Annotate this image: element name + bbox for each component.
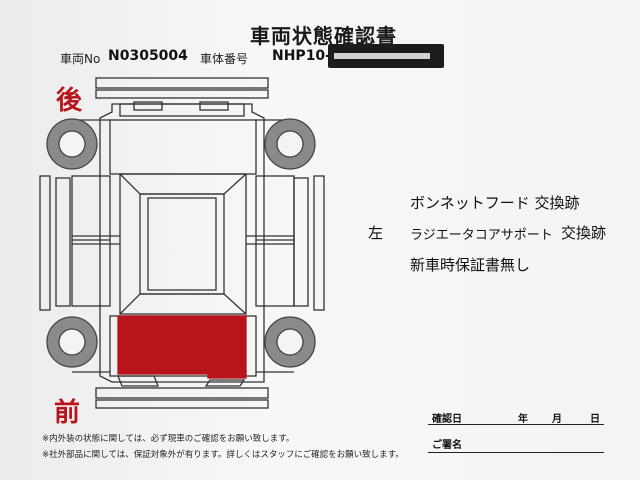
front-left-wheel — [46, 316, 98, 368]
front-right-wheel — [264, 316, 316, 368]
day-label: 日 — [590, 414, 600, 425]
note-bonnet-replaced: ボンネットフード 交換跡 — [410, 194, 580, 212]
car-cabin — [72, 173, 294, 315]
footer-note-1: ※内外装の状態に関しては、必ず現車のご確認をお願い致します。 — [42, 434, 295, 444]
note-radiator-support: ラジエータコアサポート — [410, 228, 553, 243]
car-body-outline — [99, 101, 265, 383]
rear-left-wheel — [46, 118, 98, 170]
left-headlight — [117, 375, 159, 387]
radiator-support-damage-mark — [207, 369, 247, 379]
footer-note-2: ※社外部品に関しては、保証対象外が有ります。詳しくはスタッフにご確認をお願い致し… — [42, 450, 404, 460]
note-side-left: 左 — [368, 224, 384, 242]
right-headlight — [204, 379, 246, 387]
chassis-no-value: NHP10- — [272, 48, 331, 64]
signature-label: ご署名 — [432, 440, 462, 451]
chassis-no-label: 車体番号 — [200, 52, 249, 66]
note-radiator-replaced: 交換跡 — [561, 224, 607, 242]
note-no-warranty: 新車時保証書無し — [410, 256, 531, 274]
signature-underline — [428, 452, 604, 453]
year-label: 年 — [518, 414, 528, 425]
rear-label: 後 — [56, 86, 83, 116]
confirm-date-label: 確認日 — [432, 414, 462, 425]
rear-right-wheel — [264, 118, 316, 170]
hood-damage-area — [117, 315, 247, 375]
rear-bumper — [95, 77, 269, 99]
redaction-sticker — [328, 44, 444, 68]
date-underline — [428, 424, 604, 425]
month-label: 月 — [552, 414, 562, 425]
left-side-panels — [39, 119, 111, 373]
right-side-panels — [255, 119, 325, 373]
vehicle-no-label: 車両No — [60, 52, 101, 66]
front-label: 前 — [54, 398, 81, 428]
front-bumper — [95, 387, 269, 409]
vehicle-no-value: N0305004 — [108, 48, 188, 64]
